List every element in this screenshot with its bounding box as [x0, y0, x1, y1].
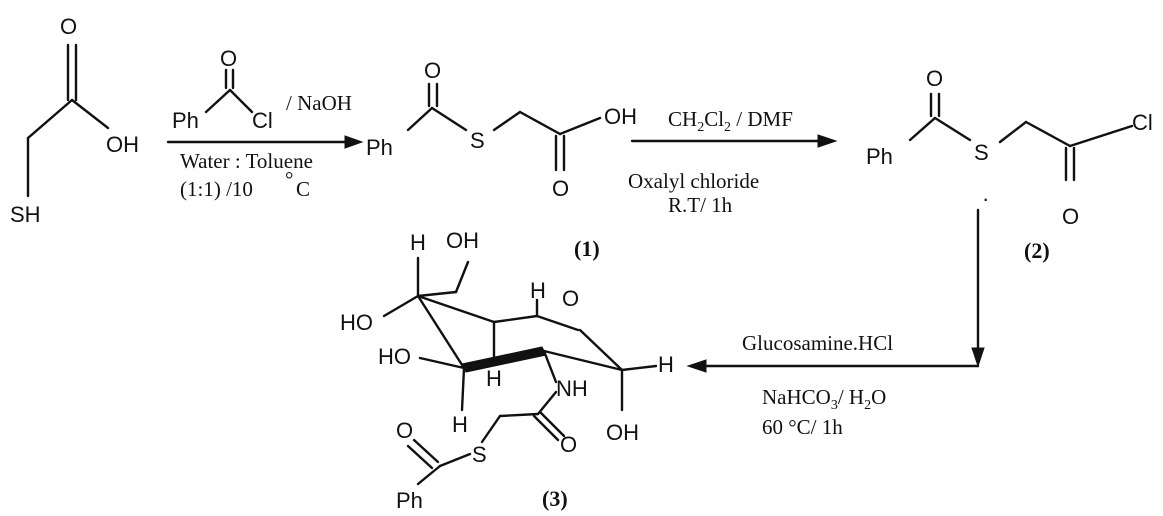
reagent-phenyl-label: Ph [172, 108, 199, 133]
product-3-structure: H OH H O HO HO H NH H H OH O S O Ph [340, 228, 674, 513]
p3-nh: NH [556, 376, 588, 401]
p1-phenyl-label: Ph [366, 135, 393, 160]
step1-unit: C [296, 177, 310, 201]
step2-time: R.T/ 1h [668, 193, 733, 217]
product-1-structure: O Ph S OH O [366, 58, 637, 201]
p3-ring-oxygen: O [562, 286, 579, 311]
p3-h-anomeric: H [658, 352, 674, 377]
p2-phenyl-label: Ph [866, 144, 893, 169]
p2-chlorine-label: Cl [1132, 110, 1153, 135]
p2-acyl-oxygen: O [1062, 204, 1079, 229]
reagent-chlorine-label: Cl [252, 108, 273, 133]
p1-acid-oxygen: O [552, 176, 569, 201]
p2-sulfur-label: S [974, 140, 989, 165]
step2-reagent: Oxalyl chloride [628, 169, 759, 193]
p3-ho-2: HO [378, 344, 411, 369]
step3-base: NaHCO3/ H2O [762, 385, 886, 413]
step1-degree: ° [285, 167, 293, 191]
mercaptoacetic-acid: O OH SH [10, 14, 139, 227]
product-2-structure: O Ph S Cl O · [866, 66, 1153, 229]
p3-h-mid: H [486, 366, 502, 391]
step3-arrow [686, 208, 985, 373]
step2-solvent: CH2Cl2 / DMF [668, 107, 793, 135]
reagent-oxygen-label: O [220, 46, 237, 71]
p2-carbonyl-oxygen: O [926, 66, 943, 91]
p3-sulfur: S [472, 442, 487, 467]
compound-2-label: (2) [1024, 238, 1050, 263]
step1-conditions: (1:1) /10 [180, 177, 253, 201]
step1-solvent: Water : Toluene [180, 149, 313, 173]
p1-hydroxyl-label: OH [604, 104, 637, 129]
p3-h-ring: H [530, 278, 546, 303]
step1-naoh: / NaOH [286, 91, 352, 115]
p3-h-top: H [410, 230, 426, 255]
start-thiol-label: SH [10, 202, 41, 227]
p3-oh-anomeric: OH [606, 420, 639, 445]
p3-h-low: H [452, 412, 468, 437]
step1-arrow [166, 135, 364, 149]
compound-3-label: (3) [542, 486, 568, 511]
p3-benzoyl-oxygen: O [396, 418, 413, 443]
step2-arrow [630, 134, 838, 148]
start-hydroxyl-label: OH [106, 132, 139, 157]
p3-oh-top: OH [446, 228, 479, 253]
step3-reagent: Glucosamine.HCl [742, 331, 893, 355]
start-oxygen-label: O [60, 14, 77, 39]
p1-sulfur-label: S [470, 128, 485, 153]
p3-ho-1: HO [340, 310, 373, 335]
step3-conditions: 60 °C/ 1h [762, 415, 843, 439]
p2-dot-mark: · [982, 186, 989, 211]
p3-amide-oxygen: O [560, 432, 577, 457]
compound-1-label: (1) [574, 236, 600, 261]
p1-carbonyl-oxygen: O [424, 58, 441, 83]
benzoyl-chloride-reagent: Ph O Cl [172, 46, 273, 133]
p3-phenyl-label: Ph [396, 488, 423, 513]
